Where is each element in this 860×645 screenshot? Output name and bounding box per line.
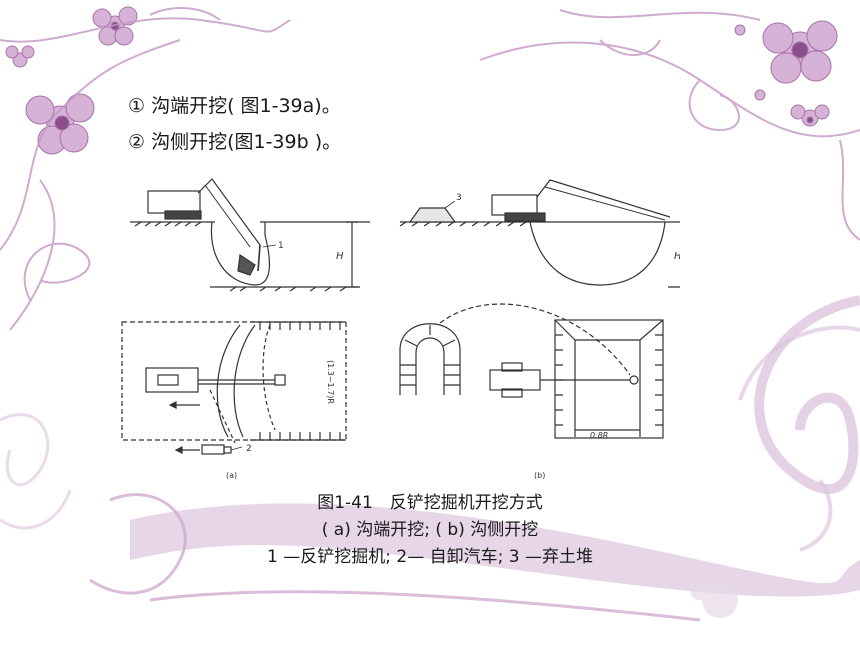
excavation-diagram: 1 H	[121, 178, 680, 480]
label-h-a: H	[336, 251, 344, 262]
plan-a	[121, 321, 347, 455]
flower-icon	[734, 20, 838, 127]
label-radius: (1.3~1.7)R	[326, 360, 335, 404]
label-2: 2	[246, 444, 252, 454]
bullet-item: ① 沟端开挖( 图1-39a)。	[128, 95, 341, 117]
label-a: (a)	[226, 471, 237, 480]
elevation-a	[130, 178, 370, 292]
caption-title: 图1-41 反铲挖掘机开挖方式	[317, 493, 543, 513]
caption-subtitle: ( a) 沟端开挖; ( b) 沟侧开挖	[321, 520, 539, 540]
figure-caption: 图1-41 反铲挖掘机开挖方式 ( a) 沟端开挖; ( b) 沟侧开挖 1 —…	[0, 490, 860, 571]
plan-b	[399, 303, 664, 439]
bullet-list: ① 沟端开挖( 图1-39a)。 ② 沟侧开挖(图1-39b )。	[128, 88, 341, 160]
elevation-b	[399, 179, 680, 288]
flower-icon	[5, 6, 138, 155]
label-3: 3	[456, 193, 462, 203]
label-h-b: H	[674, 251, 680, 262]
bullet-item: ② 沟侧开挖(图1-39b )。	[128, 131, 342, 153]
label-b: (b)	[534, 471, 545, 480]
label-1: 1	[278, 241, 284, 251]
label-08r: 0.8R	[590, 431, 608, 440]
caption-legend: 1 —反铲挖掘机; 2— 自卸汽车; 3 —弃土堆	[267, 547, 593, 567]
